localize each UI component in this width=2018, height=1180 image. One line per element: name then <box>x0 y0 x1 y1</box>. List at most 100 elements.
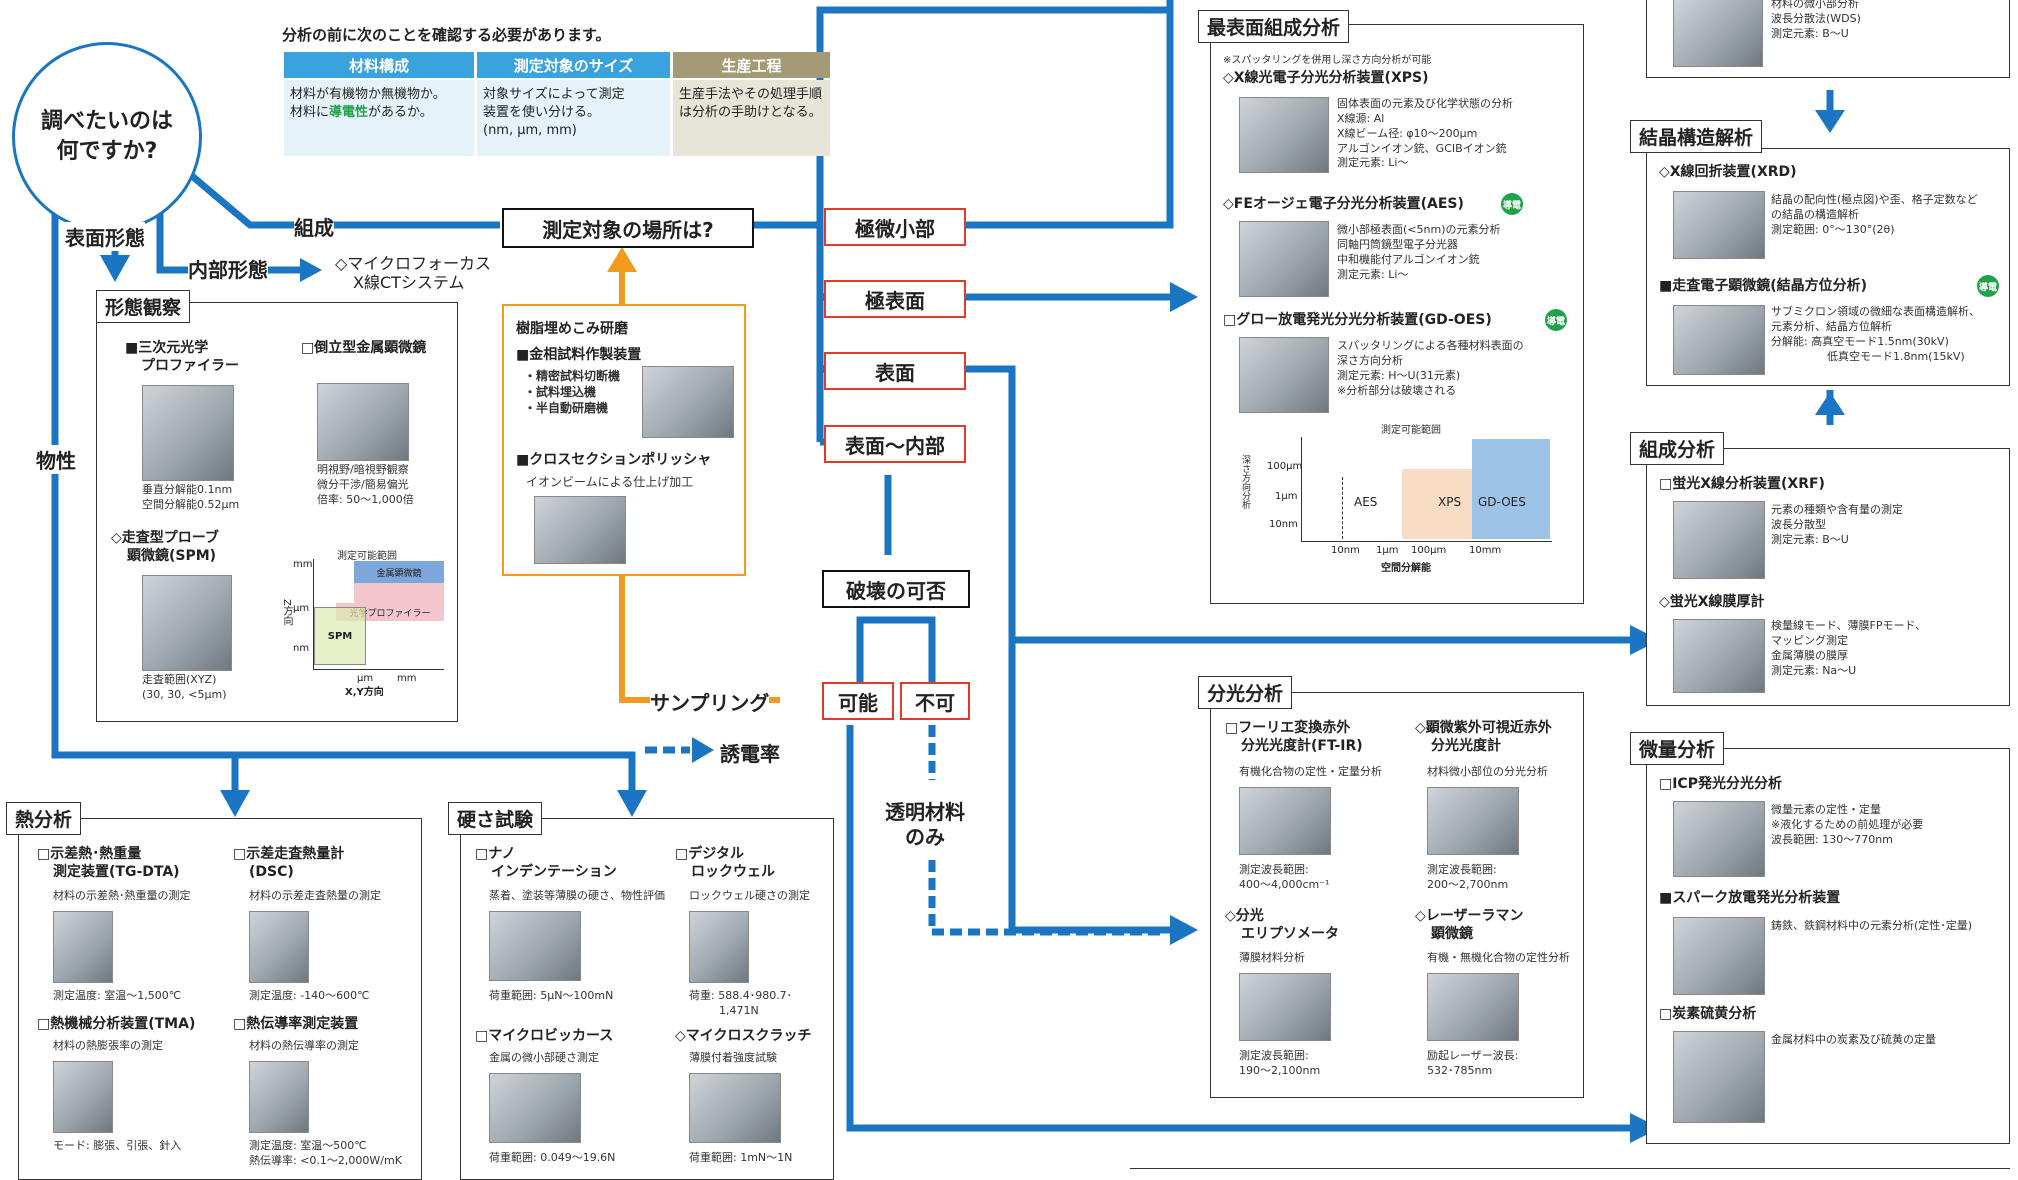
scratch-name: ◇マイクロスクラッチ <box>675 1028 812 1044</box>
spec-b-photo <box>1427 787 1519 855</box>
spec-d-d0: 有機・無機化合物の定性分析 <box>1427 951 1570 964</box>
resin-title: 樹脂埋めこみ研磨 <box>516 321 628 337</box>
spec-b-d0: 材料微小部位の分光分析 <box>1427 765 1548 778</box>
surf-title: 最表面組成分析 <box>1198 10 1350 43</box>
icp-photo <box>1673 801 1765 877</box>
spark-photo <box>1673 917 1765 995</box>
morph-title: 形態観察 <box>96 290 191 323</box>
nano-photo <box>489 911 581 981</box>
nano-name: □ナノインデンテーション <box>475 846 617 881</box>
surf-x-0: 10nm <box>1331 545 1360 556</box>
tc-photo <box>249 1061 309 1133</box>
surf-x-2: 100μm <box>1411 545 1447 556</box>
rock-name: □デジタルロックウェル <box>675 846 775 881</box>
resin-sec2-desc: イオンビームによる仕上げ加工 <box>526 475 694 489</box>
spec-b-desc: 測定波長範囲:200～2,700nm <box>1427 863 1509 891</box>
xps-range <box>1432 469 1472 539</box>
morph-item-1: ■三次元光学プロファイラー <box>125 340 239 375</box>
tc-d0: 材料の熱伝導率の測定 <box>249 1039 359 1052</box>
morph-x-label: X,Y方向 <box>345 687 384 698</box>
film-name: ◇蛍光X線膜厚計 <box>1659 594 1765 610</box>
surf-x-label: 空間分解能 <box>1381 563 1431 574</box>
vickers-d0: 金属の微小部硬さ測定 <box>489 1051 599 1064</box>
spec-panel: □フーリエ変換赤外分光光度計(FT-IR) 有機化合物の定性・定量分析 測定波長… <box>1210 692 1584 1098</box>
comp-panel: □蛍光X線分析装置(XRF) 元素の種類や含有量の測定波長分散型測定元素: B～… <box>1646 448 2010 706</box>
xrd-panel: ◇X線回折装置(XRD) 結晶の配向性(極点図)や歪、格子定数などの結晶の構造解… <box>1646 148 2010 386</box>
label-transparent: 透明材料のみ <box>885 800 965 850</box>
rock-d0: ロックウェル硬さの測定 <box>689 889 810 902</box>
resin-photo-1 <box>642 366 734 438</box>
xrf-photo <box>1673 501 1765 579</box>
gd-name: □グロー放電発光分光分析装置(GD-OES) <box>1223 312 1492 328</box>
surf-y-label: 深さ方向分析 <box>1240 455 1250 509</box>
thermal-panel: □示差熱･熱重量測定装置(TG-DTA) 材料の示差熱･熱重量の測定 測定温度:… <box>18 818 422 1180</box>
morph-y-nm: nm <box>293 643 310 654</box>
film-photo <box>1673 619 1765 693</box>
dsc-name: □示差走査熱量計(DSC) <box>233 846 345 881</box>
morph-item-3: ◇走査型プローブ顕微鏡(SPM) <box>111 530 219 565</box>
morph-y-label: Z方向 <box>281 599 292 626</box>
epma-desc: 材料の微小部分析波長分散法(WDS)測定元素: B～U <box>1771 0 1861 40</box>
resin-photo-2 <box>534 496 626 564</box>
xrd-name: ◇X線回折装置(XRD) <box>1659 164 1797 180</box>
sem-photo <box>1673 305 1765 375</box>
destruct-ok: 可能 <box>822 682 894 720</box>
xrf-name: □蛍光X線分析装置(XRF) <box>1659 476 1825 492</box>
cs-photo <box>1673 1031 1765 1123</box>
spec-d-desc: 励起レーザー波長:532･785nm <box>1427 1049 1519 1077</box>
label-composition: 組成 <box>294 212 334 241</box>
icp-desc: 微量元素の定性・定量※液化するための前処理が必要波長範囲: 130～770nm <box>1771 803 1924 846</box>
morph-range-pink <box>354 583 444 603</box>
surf-panel: ※スパッタリングを併用し深さ方向分析が可能 ◇X線光電子分光分析装置(XPS) … <box>1210 24 1584 604</box>
xps-name: ◇X線光電子分光分析装置(XPS) <box>1223 70 1429 86</box>
morph-desc-2: 明視野/暗視野観察微分干渉/簡易偏光倍率: 50～1,000倍 <box>317 463 414 506</box>
scratch-photo <box>689 1073 781 1143</box>
morph-range-spm: SPM <box>314 607 366 665</box>
surf-chart-area: AES XPS GD-OES <box>1301 437 1552 542</box>
nano-d0: 蒸着、塗装等薄膜の硬さ、物性評価 <box>489 889 665 902</box>
nano-d1: 荷重範囲: 5μN～100mN <box>489 989 614 1002</box>
label-property: 物性 <box>36 445 76 474</box>
morph-photo-2 <box>317 383 409 461</box>
rock-desc: 荷重: 588.4･980.7･1,471N <box>689 989 793 1017</box>
epma-panel: 材料の微小部分析波長分散法(WDS)測定元素: B～U <box>1646 0 2010 78</box>
location-question: 測定対象の場所は? <box>502 208 754 248</box>
aes-photo <box>1239 221 1329 297</box>
spec-c-name: ◇分光エリプソメータ <box>1225 908 1339 943</box>
vickers-d1: 荷重範囲: 0.049～19.6N <box>489 1151 616 1164</box>
scratch-d0: 薄膜付着強度試験 <box>689 1051 777 1064</box>
resin-panel: 樹脂埋めこみ研磨 ■金相試料作製装置 ・精密試料切断機・試料埋込機・半自動研磨機… <box>502 304 746 576</box>
spec-c-photo <box>1239 973 1331 1041</box>
xrd-title: 結晶構造解析 <box>1630 120 1763 153</box>
resin-sec1-items: ・精密試料切断機・試料埋込機・半自動研磨機 <box>524 369 621 416</box>
xrd-photo <box>1673 191 1765 259</box>
surf-chart-title: 測定可能範囲 <box>1381 425 1441 436</box>
spec-title: 分光分析 <box>1198 676 1293 709</box>
morph-desc-3: 走査範囲(XYZ)(30, 30, <5μm) <box>142 673 227 701</box>
icp-name: □ICP発光分光分析 <box>1659 776 1782 792</box>
morph-photo-3 <box>142 575 232 671</box>
thermal-title: 熱分析 <box>6 802 82 835</box>
spark-name: ■スパーク放電発光分析装置 <box>1659 890 1841 906</box>
aes-name: ◇FEオージェ電子分光分析装置(AES) <box>1223 196 1464 212</box>
spec-a-desc: 測定波長範囲:400～4,000cm⁻¹ <box>1239 863 1330 891</box>
epma-photo <box>1673 0 1763 67</box>
gd-photo <box>1239 337 1329 413</box>
spec-d-name: ◇レーザーラマン顕微鏡 <box>1415 908 1524 943</box>
resin-sec1: ■金相試料作製装置 <box>516 347 642 363</box>
sem-desc: サブミクロン領域の微細な表面構造解析、元素分析、結晶方位解析分解能: 高真空モー… <box>1771 305 1980 363</box>
micro-title: 微量分析 <box>1630 732 1725 765</box>
label-internal-morph: 内部形態 <box>188 254 268 283</box>
tgdta-d1: 測定温度: 室温～1,500℃ <box>53 989 182 1002</box>
rock-photo <box>689 911 749 983</box>
tma-d1: モード: 膨張、引張、針入 <box>53 1139 182 1152</box>
label-dielectric: 誘電率 <box>720 738 780 767</box>
tgdta-name: □示差熱･熱重量測定装置(TG-DTA) <box>37 846 180 881</box>
label-sampling: サンプリング <box>650 687 770 716</box>
micro-panel: □ICP発光分光分析 微量元素の定性・定量※液化するための前処理が必要波長範囲:… <box>1646 748 2010 1144</box>
aes-desc: 微小部極表面(<5nm)の元素分析同軸円筒鏡型電子分光器中和機能付アルゴンイオン… <box>1337 223 1501 281</box>
